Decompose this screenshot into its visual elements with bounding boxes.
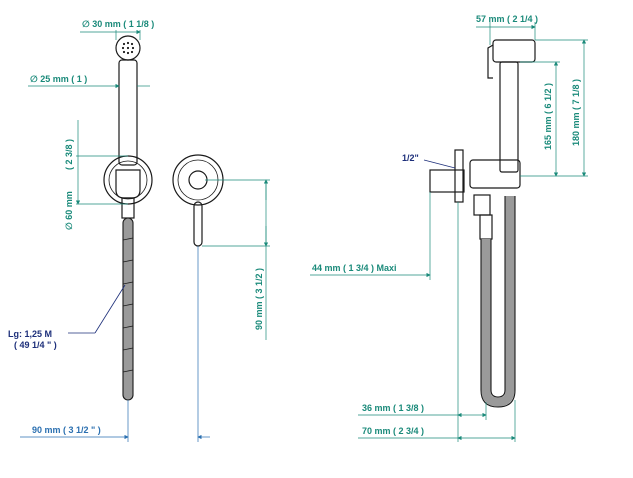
hose-length-line2: ( 49 1/4 " ) bbox=[14, 340, 57, 350]
profile-trigger bbox=[487, 44, 494, 79]
bottom-width-dimension: 90 mm ( 3 1/2 " ) bbox=[20, 246, 210, 442]
hose-length-callout: Lg: 1,25 M ( 49 1/4 " ) bbox=[8, 284, 126, 350]
holder-bracket bbox=[115, 169, 141, 199]
wall-flange-inner bbox=[108, 160, 148, 200]
depth-70-label: 70 mm ( 2 3/4 ) bbox=[362, 426, 424, 436]
handle-body bbox=[118, 59, 138, 166]
wall-flange-outer bbox=[103, 155, 153, 205]
front-view: ∅ 30 mm ( 1 1/8 ) ∅ 25 mm ( 1 ) ( 2 3/8 … bbox=[28, 19, 154, 401]
bottom-width-label: 90 mm ( 3 1/2 " ) bbox=[32, 425, 101, 435]
profile-holder bbox=[469, 159, 521, 189]
profile-hose-connector bbox=[479, 214, 493, 240]
profile-handle bbox=[499, 61, 519, 173]
depth-max-label: 44 mm ( 1 3/4 ) Maxi bbox=[312, 263, 397, 273]
hose-length-line1: Lg: 1,25 M bbox=[8, 329, 52, 339]
profile-wall-plate bbox=[454, 149, 464, 203]
head-width-label: 57 mm ( 2 1/4 ) bbox=[476, 14, 538, 24]
depth-36-label: 36 mm ( 1 3/8 ) bbox=[362, 403, 424, 413]
profile-view: 57 mm ( 2 1/4 ) 165 mm ( 6 1/2 ) 180 mm … bbox=[310, 14, 588, 442]
hose-connector bbox=[121, 197, 135, 219]
spray-holes bbox=[121, 41, 135, 55]
lever-vertical-label: 90 mm ( 3 1/2 ) bbox=[254, 268, 264, 330]
thread-label: 1/2" bbox=[402, 153, 419, 163]
body-diameter-label: ∅ 25 mm ( 1 ) bbox=[30, 74, 87, 84]
profile-spray-head bbox=[492, 39, 536, 63]
valve-knob bbox=[188, 170, 208, 190]
profile-valve-body bbox=[429, 169, 465, 193]
profile-hose-fill bbox=[481, 196, 515, 407]
flange-diameter-label: ∅ 60 mm bbox=[64, 191, 74, 230]
head-diameter-label: ∅ 30 mm ( 1 1/8 ) bbox=[82, 19, 154, 29]
height-180-label: 180 mm ( 7 1/8 ) bbox=[571, 79, 581, 146]
valve-lever bbox=[193, 201, 203, 247]
flange-height-label: ( 2 3/8 ) bbox=[64, 139, 74, 170]
profile-lever bbox=[473, 194, 491, 216]
wall-plate-view: 90 mm ( 3 1/2 ) bbox=[172, 154, 270, 340]
height-165-label: 165 mm ( 6 1/2 ) bbox=[543, 83, 553, 150]
